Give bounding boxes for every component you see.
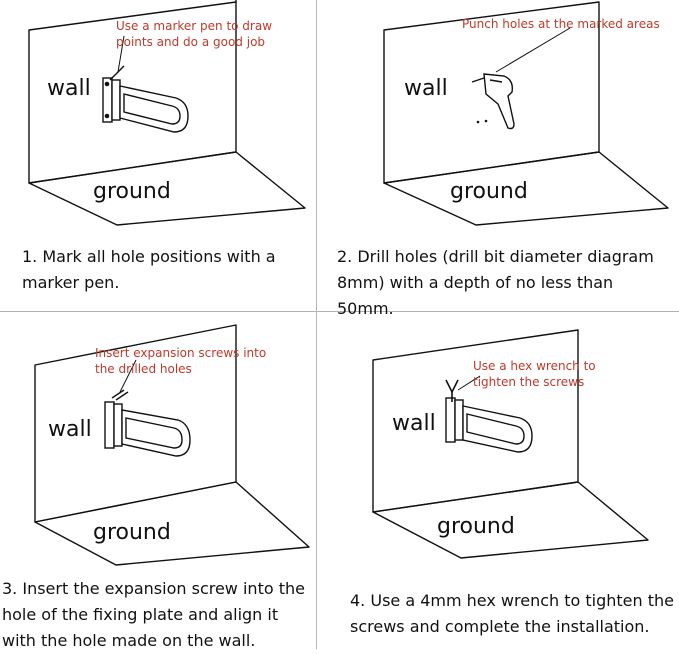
panel-4-ground-label: ground [437, 514, 515, 539]
panel-4-wall-label: wall [392, 411, 436, 436]
panel-4-note: Use a hex wrench to tighten the screws [473, 359, 596, 389]
panel-4-floor [372, 481, 649, 559]
panel-2-floor [383, 151, 669, 226]
panel-1-room [28, 0, 306, 226]
panel-1-ground-label: ground [93, 179, 171, 204]
panel-3-room [34, 324, 310, 566]
drill-icon [471, 73, 515, 130]
panel-3-note: Insert expansion screws into the drilled… [95, 346, 267, 376]
grab-bar-icon [102, 65, 189, 133]
grab-bar-icon [104, 389, 191, 457]
horizontal-divider [0, 311, 679, 312]
panel-1-note: Use a marker pen to draw points and do a… [116, 19, 273, 49]
panel-2-ground-label: ground [450, 179, 528, 204]
panel-3-wall-label: wall [48, 417, 92, 442]
panel-4-caption: 4. Use a 4mm hex wrench to tighten the s… [350, 591, 674, 636]
panel-2-room [383, 1, 669, 226]
vertical-divider [316, 0, 317, 649]
panel-3-floor [34, 481, 310, 566]
panel-4-room [372, 329, 649, 559]
panel-2-caption: 2. Drill holes (drill bit diameter diagr… [337, 247, 654, 318]
panel-3-ground-label: ground [93, 520, 171, 545]
panel-2-note: Punch holes at the marked areas [462, 17, 660, 31]
grab-bar-icon [445, 397, 533, 453]
panel-1-floor [28, 151, 306, 226]
hex-wrench-icon [445, 379, 459, 402]
panel-2-wall-label: wall [404, 76, 448, 101]
panel-1-wall-label: wall [47, 76, 91, 101]
panel-1-caption: 1. Mark all hole positions with a marker… [22, 247, 276, 292]
panel-3-caption: 3. Insert the expansion screw into the h… [2, 579, 305, 650]
